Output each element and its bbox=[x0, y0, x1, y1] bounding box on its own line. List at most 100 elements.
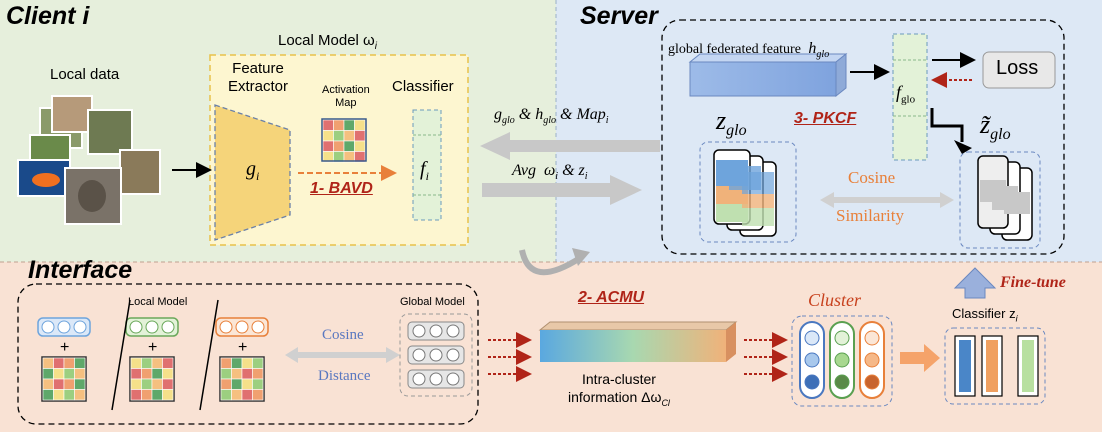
interface-section-title: Interface bbox=[28, 256, 133, 284]
heatmap-cell bbox=[53, 357, 65, 369]
heatmap-cell bbox=[162, 368, 174, 380]
z-tilde-glo-label: z̃glo bbox=[980, 110, 1011, 144]
vector-node bbox=[429, 324, 443, 338]
server-box bbox=[661, 19, 1065, 255]
heatmap-cell bbox=[354, 140, 366, 152]
heatmap-cell bbox=[241, 368, 253, 380]
distance-label: Distance bbox=[318, 368, 371, 384]
local-model-title: Local Model ωi bbox=[278, 32, 377, 52]
interface-box bbox=[17, 283, 479, 425]
intra-cluster-bar bbox=[540, 330, 726, 362]
heatmap-cell bbox=[231, 357, 243, 369]
heatmap-cell bbox=[63, 357, 75, 369]
vector-node bbox=[161, 320, 175, 334]
heatmap-cell bbox=[141, 357, 153, 369]
local-model-groups: +++ bbox=[37, 317, 269, 402]
fine-tune-arrow bbox=[953, 267, 997, 299]
z-tilde-box bbox=[959, 151, 1041, 249]
intra-cluster-label: Intra-cluster information ΔωCl bbox=[568, 371, 670, 408]
z-tilde-cards bbox=[977, 155, 1033, 241]
heatmap-cell bbox=[220, 357, 232, 369]
heatmap-cell bbox=[74, 389, 86, 401]
cluster-columns bbox=[799, 321, 885, 399]
heatmap-cell bbox=[130, 378, 142, 390]
heatmap-cell bbox=[241, 378, 253, 390]
heatmap-cell bbox=[74, 368, 86, 380]
heatmap-cell bbox=[252, 368, 264, 380]
heatmap-cell bbox=[151, 389, 163, 401]
heatmap-cell bbox=[354, 151, 366, 163]
heatmap-cell bbox=[354, 119, 366, 131]
f-i-label: fi bbox=[420, 158, 429, 183]
heatmap-cell bbox=[241, 357, 253, 369]
heatmap-cell bbox=[151, 368, 163, 380]
heatmap-cell bbox=[141, 378, 153, 390]
plus-sign: + bbox=[148, 339, 157, 356]
heatmap-cell bbox=[220, 378, 232, 390]
heatmap-cell bbox=[343, 130, 355, 142]
global-model-label: Global Model bbox=[400, 296, 465, 308]
vector-node bbox=[235, 320, 249, 334]
z-glo-box bbox=[699, 141, 797, 243]
activation-map-grid bbox=[322, 119, 366, 163]
heatmap-cell bbox=[42, 389, 54, 401]
heatmap-cell bbox=[220, 389, 232, 401]
vector-node bbox=[129, 320, 143, 334]
fine-tune-label: Fine-tune bbox=[1000, 274, 1066, 291]
cluster-to-classifier-arrow bbox=[900, 344, 940, 372]
feature-extractor-label: Feature Extractor bbox=[228, 60, 289, 95]
plus-sign: + bbox=[238, 339, 247, 356]
vector-node bbox=[429, 348, 443, 362]
heatmap-cell bbox=[130, 368, 142, 380]
heatmap-cell bbox=[53, 378, 65, 390]
heatmap-cell bbox=[220, 368, 232, 380]
z-glo-label: zglo bbox=[716, 106, 747, 140]
heatmap-cell bbox=[333, 140, 345, 152]
heatmap-cell bbox=[162, 357, 174, 369]
loss-box bbox=[982, 51, 1056, 89]
heatmap-cell bbox=[141, 368, 153, 380]
heatmap-cell bbox=[162, 378, 174, 390]
vector-node bbox=[41, 320, 55, 334]
heatmap-cell bbox=[63, 368, 75, 380]
bavd-label: 1- BAVD bbox=[310, 180, 373, 197]
heatmap-cell bbox=[252, 389, 264, 401]
similarity-arrow bbox=[820, 192, 954, 208]
vector-node bbox=[412, 372, 426, 386]
heatmap-cell bbox=[63, 389, 75, 401]
heatmap-cell bbox=[241, 389, 253, 401]
heatmap-cell bbox=[151, 378, 163, 390]
heatmap-cell bbox=[322, 140, 334, 152]
vector-node bbox=[145, 320, 159, 334]
heatmap-cell bbox=[231, 389, 243, 401]
heatmap-cell bbox=[343, 140, 355, 152]
local-heatmap bbox=[220, 357, 264, 401]
heatmap-cell bbox=[162, 389, 174, 401]
global-feature-label: global federated feature hglo bbox=[668, 40, 830, 61]
f-glo-label: fglo bbox=[896, 82, 916, 106]
vector-node bbox=[412, 348, 426, 362]
heatmap-cell bbox=[343, 119, 355, 131]
acmu-label: 2- ACMU bbox=[578, 289, 645, 306]
global-model-box bbox=[399, 313, 473, 397]
heatmap-cell bbox=[74, 357, 86, 369]
heatmap-cell bbox=[231, 378, 243, 390]
local-heatmap bbox=[42, 357, 86, 401]
classifier-label: Classifier bbox=[392, 78, 454, 95]
heatmap-cell bbox=[42, 368, 54, 380]
local-data-images bbox=[17, 95, 161, 225]
vector-node bbox=[446, 372, 460, 386]
local-model-interface-label: Local Model bbox=[128, 296, 188, 308]
heatmap-cell bbox=[53, 389, 65, 401]
vector-node bbox=[412, 324, 426, 338]
upload-arrow bbox=[482, 175, 642, 205]
heatmap-cell bbox=[333, 130, 345, 142]
vector-node bbox=[251, 320, 265, 334]
heatmap-cell bbox=[74, 378, 86, 390]
heatmap-cell bbox=[42, 357, 54, 369]
local-heatmap bbox=[130, 357, 174, 401]
vector-node bbox=[73, 320, 87, 334]
cluster-box bbox=[791, 315, 893, 407]
vector-node bbox=[57, 320, 71, 334]
